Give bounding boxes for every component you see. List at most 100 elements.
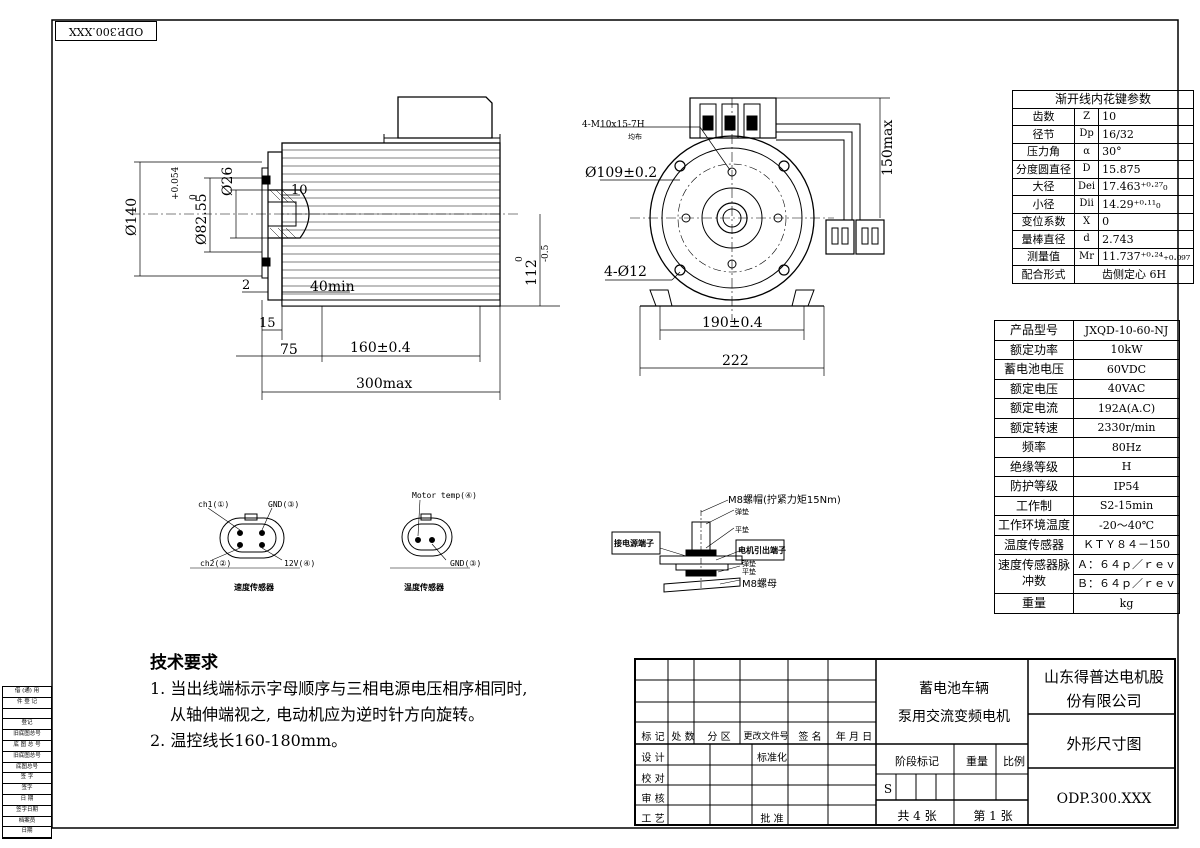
strip-cell — [3, 709, 51, 720]
rating-param-name: 额定电流 — [993, 398, 1075, 419]
left-revision-strip: 借 (通) 用 件 登 记 登记 旧底图总号 底 图 总 号 旧底图总号 底图总… — [2, 686, 52, 840]
rating-param-name: 产品型号 — [993, 320, 1075, 341]
spline-fit-label: 配合形式 — [1012, 265, 1075, 284]
spline-param-symbol: D — [1073, 160, 1100, 179]
spline-param-value: 30° — [1098, 142, 1195, 161]
dim-d82-tol-upper: +0.054 — [171, 166, 181, 200]
strip-cell: 签字日期 — [3, 806, 51, 817]
rating-encoder-label: 速度传感器脉冲数 — [993, 554, 1075, 594]
term-nut: M8螺帽(拧紧力矩15Nm) — [728, 493, 841, 506]
tb-company-1: 山东得普达电机股 — [1043, 667, 1164, 686]
tb-design: 设 计 — [641, 753, 665, 764]
strip-cell: 签字 — [3, 784, 51, 795]
spline-param-symbol: Z — [1073, 107, 1100, 126]
rating-param-value: 40VAC — [1073, 378, 1181, 399]
conn-motor-temp: Motor temp(④) — [412, 491, 477, 500]
technical-requirements: 技术要求 1. 当出线端标示字母顺序与三相电源电压相序相同时, 从轴伸端视之, … — [150, 650, 527, 754]
rating-param-value: 192A(A.C) — [1073, 398, 1181, 419]
rating-param-value: 2330r/min — [1073, 417, 1181, 438]
spline-param-symbol: Mr — [1073, 247, 1100, 266]
dim-112: 112 — [524, 259, 540, 286]
spline-table-title: 渐开线内花键参数 — [1011, 90, 1195, 109]
rating-param-value: -20～40℃ — [1073, 515, 1181, 536]
spline-param-name: 小径 — [1012, 195, 1075, 214]
spline-table-row: 配合形式齿侧定心 6H — [1012, 265, 1195, 284]
rating-param-name: 额定转速 — [993, 417, 1075, 438]
spline-param-name: 量棒直径 — [1012, 230, 1075, 249]
dim-112-tol-upper: 0 — [515, 256, 525, 262]
strip-cell: 旧底图总号 — [3, 730, 51, 741]
dim-bolts-sub: 均布 — [628, 132, 642, 141]
term-bolt: M8螺母 — [742, 578, 777, 590]
rating-table-row: 工作环境温度-20～40℃ — [993, 515, 1181, 536]
term-flat-washer-bottom: 平垫 — [742, 567, 756, 576]
notes-item-1b: 从轴伸端视之, 电动机应为逆时针方向旋转。 — [170, 705, 485, 724]
conn-right-caption: 温度传感器 — [404, 582, 445, 592]
spline-param-value: 10 — [1098, 107, 1195, 126]
spline-param-name: 大径 — [1012, 177, 1075, 196]
strip-cell: 日期 — [3, 827, 51, 839]
spline-param-symbol: Dii — [1073, 195, 1100, 214]
tb-rev-h1: 处 数 — [671, 731, 695, 743]
side-view — [130, 96, 560, 400]
conn-gnd-right: GND(③) — [450, 559, 481, 568]
tb-stage-s: S — [883, 782, 893, 796]
conn-ch1: ch1(①) — [198, 500, 229, 509]
tb-product-name-1: 蓄电池车辆 — [919, 681, 989, 697]
strip-cell: 底图总号 — [3, 763, 51, 774]
spline-param-name: 径节 — [1012, 125, 1075, 144]
tb-drawing-number: ODP.300.XXX — [1056, 791, 1152, 807]
spline-param-value: 0 — [1098, 212, 1195, 231]
dim-222: 222 — [722, 353, 749, 369]
dim-10: 10 — [291, 183, 308, 198]
rating-param-value: IP54 — [1073, 476, 1181, 497]
tb-sheet-no: 第 1 张 — [973, 808, 1013, 823]
rating-param-name: 防护等级 — [993, 476, 1075, 497]
spline-param-name: 齿数 — [1012, 107, 1075, 126]
dim-d82-tol-lower: 0 — [189, 194, 199, 200]
title-block-grid — [634, 658, 1176, 826]
strip-cell: 旧底图总号 — [3, 752, 51, 763]
notes-title: 技术要求 — [150, 653, 218, 673]
tb-rev-h3: 更改文件号 — [743, 731, 789, 742]
tb-check: 校 对 — [641, 773, 665, 785]
tb-scale: 比例 — [1003, 755, 1025, 768]
spline-param-value: 11.737⁺⁰·²⁴₊₀.₀₉₇ — [1098, 247, 1195, 266]
tb-stage-mark: 阶段标记 — [895, 755, 939, 768]
rating-param-name: 频率 — [993, 437, 1075, 458]
spline-param-name: 分度圆直径 — [1012, 160, 1075, 179]
dim-15: 15 — [259, 316, 276, 331]
term-flat-washer-top: 平垫 — [735, 525, 749, 534]
term-spring-washer-bottom: 弹垫 — [742, 559, 756, 568]
term-power-terminal: 接电源端子 — [614, 538, 654, 548]
rating-param-value: ＫＴＹ８４－150 — [1073, 534, 1181, 555]
rating-param-value: S2-15min — [1073, 495, 1181, 516]
strip-cell: 档案员 — [3, 817, 51, 828]
rating-param-value: 10kW — [1073, 339, 1181, 360]
tb-company-2: 份有限公司 — [1066, 691, 1142, 710]
term-motor-lead: 电机引出端子 — [738, 545, 786, 555]
dim-bolts: 4-M10x15-7H — [582, 120, 645, 130]
strip-cell: 底 图 总 号 — [3, 741, 51, 752]
rating-param-value: 60VDC — [1073, 359, 1181, 380]
rating-param-name: 额定电压 — [993, 378, 1075, 399]
strip-cell: 日 期 — [3, 795, 51, 806]
conn-12v: 12V(④) — [284, 559, 315, 568]
